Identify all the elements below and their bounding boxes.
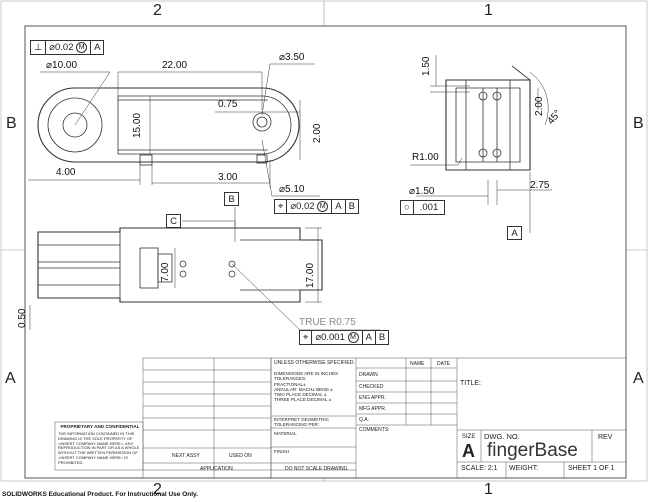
prop-line-1: DRAWING IS THE SOLE PROPERTY OF (58, 435, 133, 441)
tb-finish: FINISH (274, 449, 290, 454)
tb-weight: WEIGHT: (509, 465, 539, 472)
prop-line-2: <INSERT COMPANY NAME HERE>. ANY (58, 440, 134, 446)
dim-dia-510[interactable]: ⌀5.10 (279, 184, 305, 195)
tb-title-label: TITLE: (460, 380, 482, 387)
dim-075[interactable]: 0.75 (218, 99, 238, 110)
proprietary-block: PROPRIETARY AND CONFIDENTIAL THE INFORMA… (58, 424, 142, 466)
position-frame-top[interactable]: ⌖ ⌀0.02 M A B (274, 199, 359, 214)
tb-next-assy: NEXT ASSY (172, 453, 200, 459)
tb-mfg: MFG APPR. (359, 406, 387, 412)
side-view-geometry (445, 65, 531, 171)
position-icon: ⌖ (300, 331, 313, 344)
tb-interpret-block: INTERPRET GEOMETRIC TOLERANCING PER: (274, 417, 329, 428)
tb-application: APPLICATION (200, 466, 233, 472)
dim-side-dia-150[interactable]: ⌀1.50 (409, 186, 435, 197)
datum-ref-a: A (332, 200, 346, 213)
zone-number-top-right: 1 (484, 2, 493, 19)
zone-letter-left-upper: B (6, 115, 17, 132)
tb-eng: ENG APPR. (359, 395, 386, 401)
tb-material: MATERIAL (274, 431, 297, 436)
dim-dia-10[interactable]: ⌀10.00 (46, 60, 78, 71)
proprietary-title: PROPRIETARY AND CONFIDENTIAL (60, 424, 140, 429)
tb-size-label: SIZE (462, 434, 476, 440)
dim-side-200[interactable]: 2.00 (534, 96, 545, 116)
zone-number-bottom-left: 2 (153, 481, 162, 498)
tb-three-place: THREE PLACE DECIMAL ± (274, 397, 332, 403)
dim-15[interactable]: 15.00 (132, 112, 143, 138)
prop-line-3: REPRODUCTION IN PART OR AS A WHOLE (58, 445, 140, 451)
tb-date-header: DATE (437, 361, 450, 367)
position-frame-front[interactable]: ⌖ ⌀0.001 M A B (299, 330, 390, 345)
zone-number-top-left: 2 (153, 2, 162, 19)
tb-sheet: SHEET 1 OF 1 (568, 465, 615, 472)
position-icon: ⌖ (275, 200, 288, 213)
datum-a-label[interactable]: A (507, 226, 522, 240)
prop-line-5: <INSERT COMPANY NAME HERE> IS (58, 454, 128, 460)
true-radius-label[interactable]: TRUE R0.75 (299, 317, 356, 328)
datum-ref: A (94, 42, 101, 53)
circularity-frame[interactable]: ○ .001 (400, 200, 446, 215)
dim-3[interactable]: 3.00 (218, 172, 238, 183)
top-view-geometry (37, 87, 300, 166)
dim-275[interactable]: 2.75 (530, 180, 550, 191)
tb-name-header: NAME (410, 361, 425, 367)
tolerance-value: .001 (419, 202, 439, 213)
dim-700[interactable]: 7.00 (160, 262, 171, 282)
tolerance-value: ⌀0.02 (49, 42, 74, 53)
dim-2[interactable]: 2.00 (312, 123, 323, 143)
dim-side-150-vert[interactable]: 1.50 (421, 56, 432, 76)
front-view-geometry (37, 227, 323, 303)
dim-22[interactable]: 22.00 (162, 60, 188, 71)
tb-drawn: DRAWN (359, 372, 378, 378)
datum-c-label[interactable]: C (166, 214, 181, 228)
dim-r100[interactable]: R1.00 (412, 152, 439, 163)
prop-line-0: THE INFORMATION CONTAINED IN THIS (58, 431, 135, 436)
prop-line-6: PROHIBITED. (58, 459, 84, 465)
tb-used-on: USED ON (229, 453, 252, 459)
perpendicular-icon: ⊥ (31, 41, 47, 54)
dim-dia-350[interactable]: ⌀3.50 (279, 52, 305, 63)
tb-qa: Q.A. (359, 417, 370, 423)
tb-two-place: TWO PLACE DECIMAL ± (274, 392, 327, 398)
tb-checked: CHECKED (359, 384, 384, 390)
tb-scale: SCALE: 2:1 (461, 465, 498, 472)
drawing-number[interactable]: fingerBase (487, 440, 578, 461)
mmc-modifier-icon: M (76, 42, 88, 53)
educational-footer: SOLIDWORKS Educational Product. For Inst… (2, 491, 198, 498)
datum-ref-a: A (363, 331, 376, 344)
tb-dims: DIMENSIONS ARE IN INCHES (274, 371, 339, 376)
tb-angular: ANGULAR: MACH± BEND ± (274, 386, 333, 392)
tb-tolerance-block: DIMENSIONS ARE IN INCHES TOLERANCES: FRA… (274, 371, 338, 403)
datum-b-label[interactable]: B (224, 192, 239, 206)
datum-ref-b: B (348, 201, 355, 212)
tb-tolerancing: TOLERANCING PER: (274, 422, 320, 428)
tolerance-value: ⌀0.02 (290, 201, 315, 212)
zone-letter-right-upper: B (633, 115, 644, 132)
mmc-modifier-icon: M (347, 332, 359, 343)
tolerance-value: ⌀0.001 (315, 332, 345, 343)
tb-size-value: A (462, 441, 475, 461)
circularity-icon: ○ (401, 201, 414, 214)
dim-1700[interactable]: 17.00 (305, 262, 316, 288)
perpendicularity-frame[interactable]: ⊥ ⌀0.02 M A (30, 40, 105, 55)
tb-dwg-no-label: DWG. NO. (484, 432, 520, 441)
tb-no-scale: DO NOT SCALE DRAWING (285, 466, 348, 472)
tb-unless: UNLESS OTHERWISE SPECIFIED: (274, 360, 355, 366)
prop-line-4: WITHOUT THE WRITTEN PERMISSION OF (58, 450, 138, 456)
zone-number-bottom-right: 1 (484, 481, 493, 498)
dim-4[interactable]: 4.00 (56, 167, 76, 178)
tb-tolerances: TOLERANCES: (274, 376, 307, 382)
datum-ref-b: B (378, 332, 386, 343)
tb-comments: COMMENTS: (359, 427, 390, 433)
dim-050[interactable]: 0.50 (17, 308, 28, 328)
title-block-grid (54, 357, 627, 479)
zone-letter-left-lower: A (5, 370, 16, 387)
tb-rev-label: REV (598, 434, 613, 441)
mmc-modifier-icon: M (317, 201, 329, 212)
tb-fractional: FRACTIONAL± (274, 381, 306, 387)
zone-letter-right-lower: A (633, 370, 644, 387)
tb-interpret: INTERPRET GEOMETRIC (274, 417, 330, 422)
